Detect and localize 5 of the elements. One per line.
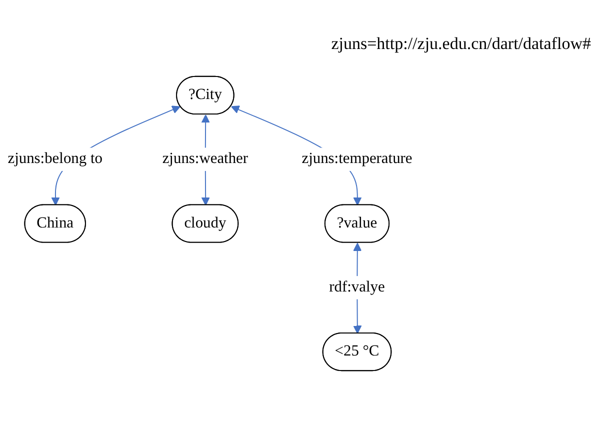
edge-label: zjuns:temperature [302,150,412,168]
edge-label: rdf:valye [329,278,385,296]
edge-label: zjuns:belong to [8,150,102,168]
edge-label: zjuns:weather [162,150,248,168]
namespace-note: zjuns=http://zju.edu.cn/dart/dataflow# [331,34,591,54]
